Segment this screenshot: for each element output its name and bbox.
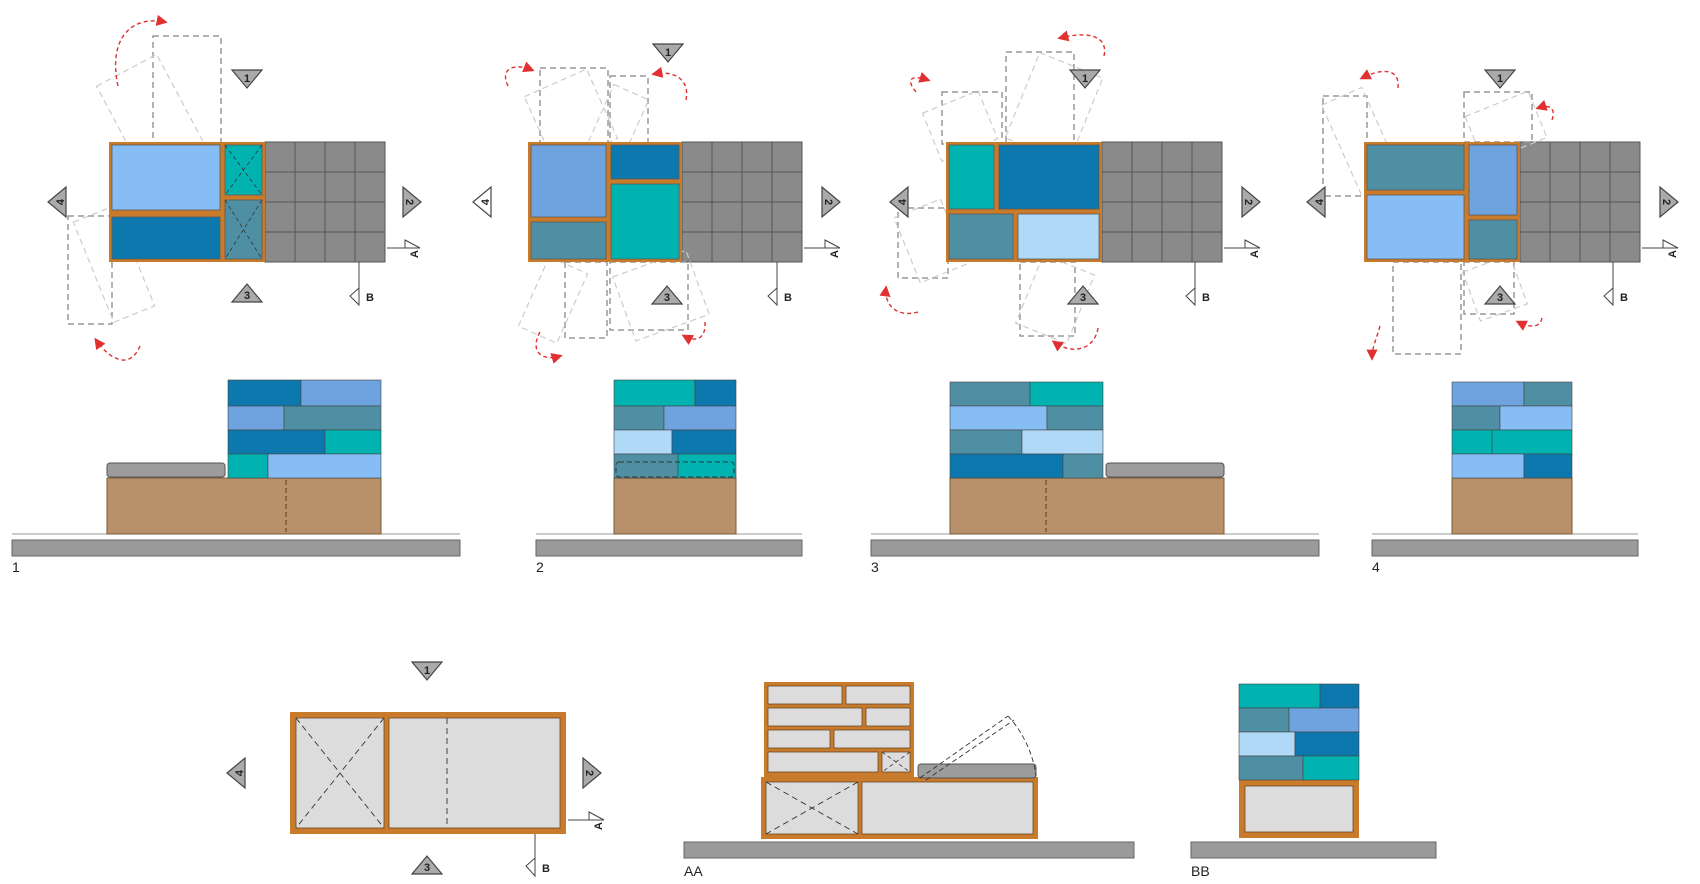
marker-1-icon: 1 <box>230 69 264 89</box>
marker-2-icon: 2 <box>402 185 422 219</box>
marker-4-icon: 4 <box>889 185 909 219</box>
section-marker-b-icon: B <box>349 262 374 307</box>
tile-grid <box>1101 141 1223 263</box>
marker-1-icon: 1 <box>1483 69 1517 89</box>
section-marker-a-icon: A <box>1224 239 1261 258</box>
svg-text:1: 1 <box>424 665 430 677</box>
svg-text:1: 1 <box>244 73 250 85</box>
marker-1-icon: 1 <box>410 661 444 681</box>
marker-3-icon: 3 <box>650 285 684 305</box>
elevation-label-2: 2 <box>536 559 544 575</box>
plan-view-2: 1 2 3 4 A B <box>472 43 841 364</box>
svg-text:A: A <box>829 250 841 258</box>
svg-text:A: A <box>593 822 605 830</box>
svg-text:2: 2 <box>1660 199 1672 205</box>
svg-text:1: 1 <box>665 47 671 59</box>
plan-view-1: 1 2 3 4 A B <box>47 14 422 361</box>
svg-text:3: 3 <box>1080 292 1086 304</box>
section-marker-b-icon: B <box>525 834 550 878</box>
svg-text:3: 3 <box>424 862 430 874</box>
marker-2-icon: 2 <box>1241 185 1261 219</box>
svg-text:B: B <box>542 863 550 875</box>
svg-text:B: B <box>366 292 374 304</box>
elevation-label-3: 3 <box>871 559 879 575</box>
svg-text:3: 3 <box>244 290 250 302</box>
frame-plan: 1 2 3 4 A B <box>226 661 605 878</box>
tile-grid <box>264 141 386 263</box>
svg-text:2: 2 <box>1242 199 1254 205</box>
marker-4-icon: 4 <box>226 756 246 790</box>
section-bb: BB <box>1190 683 1437 879</box>
elevation-view-2: 2 <box>535 379 803 575</box>
svg-text:B: B <box>1202 292 1210 304</box>
marker-2-icon: 2 <box>821 185 841 219</box>
marker-1-icon: 1 <box>1068 69 1102 89</box>
svg-text:B: B <box>1620 292 1628 304</box>
section-marker-b-icon: B <box>1603 262 1628 307</box>
section-marker-b-icon: B <box>767 262 792 307</box>
svg-text:4: 4 <box>480 198 492 205</box>
section-marker-a-icon: A <box>804 239 841 258</box>
plan-view-3: 1 2 3 4 A B <box>879 30 1261 352</box>
section-label-aa: AA <box>684 863 703 879</box>
elevation-view-3: 3 <box>870 381 1320 575</box>
tile-grid <box>1519 141 1641 263</box>
elevation-label-4: 4 <box>1372 559 1380 575</box>
elevation-label-1: 1 <box>12 559 20 575</box>
section-marker-a-icon: A <box>568 811 605 830</box>
section-aa: AA <box>683 682 1135 879</box>
svg-text:4: 4 <box>55 198 67 205</box>
section-marker-b-icon: B <box>1185 262 1210 307</box>
marker-1-icon: 1 <box>651 43 685 63</box>
svg-text:4: 4 <box>234 769 246 776</box>
svg-text:A: A <box>1667 250 1679 258</box>
marker-2-icon: 2 <box>582 756 602 790</box>
svg-text:3: 3 <box>664 292 670 304</box>
marker-3-icon: 3 <box>1483 285 1517 305</box>
marker-4-icon: 4 <box>47 185 67 219</box>
svg-text:4: 4 <box>897 198 909 205</box>
svg-text:1: 1 <box>1082 73 1088 85</box>
section-marker-a-icon: A <box>387 239 421 258</box>
svg-text:2: 2 <box>822 199 834 205</box>
marker-3-icon: 3 <box>230 283 264 303</box>
svg-text:2: 2 <box>583 770 595 776</box>
section-marker-a-icon: A <box>1642 239 1679 258</box>
svg-text:3: 3 <box>1497 292 1503 304</box>
marker-4-icon: 4 <box>472 185 492 219</box>
section-label-bb: BB <box>1191 863 1210 879</box>
elevation-view-4: 4 <box>1371 381 1639 575</box>
elevation-view-1: 1 <box>11 379 461 575</box>
marker-4-icon: 4 <box>1306 185 1326 219</box>
svg-text:A: A <box>409 250 421 258</box>
tile-grid <box>681 141 803 263</box>
svg-text:B: B <box>784 292 792 304</box>
svg-text:1: 1 <box>1497 73 1503 85</box>
svg-text:2: 2 <box>403 199 415 205</box>
marker-2-icon: 2 <box>1659 185 1679 219</box>
plan-view-4: 1 2 3 4 A B <box>1306 69 1679 361</box>
marker-3-icon: 3 <box>410 855 444 875</box>
svg-text:4: 4 <box>1314 198 1326 205</box>
svg-text:A: A <box>1249 250 1261 258</box>
marker-3-icon: 3 <box>1066 285 1100 305</box>
